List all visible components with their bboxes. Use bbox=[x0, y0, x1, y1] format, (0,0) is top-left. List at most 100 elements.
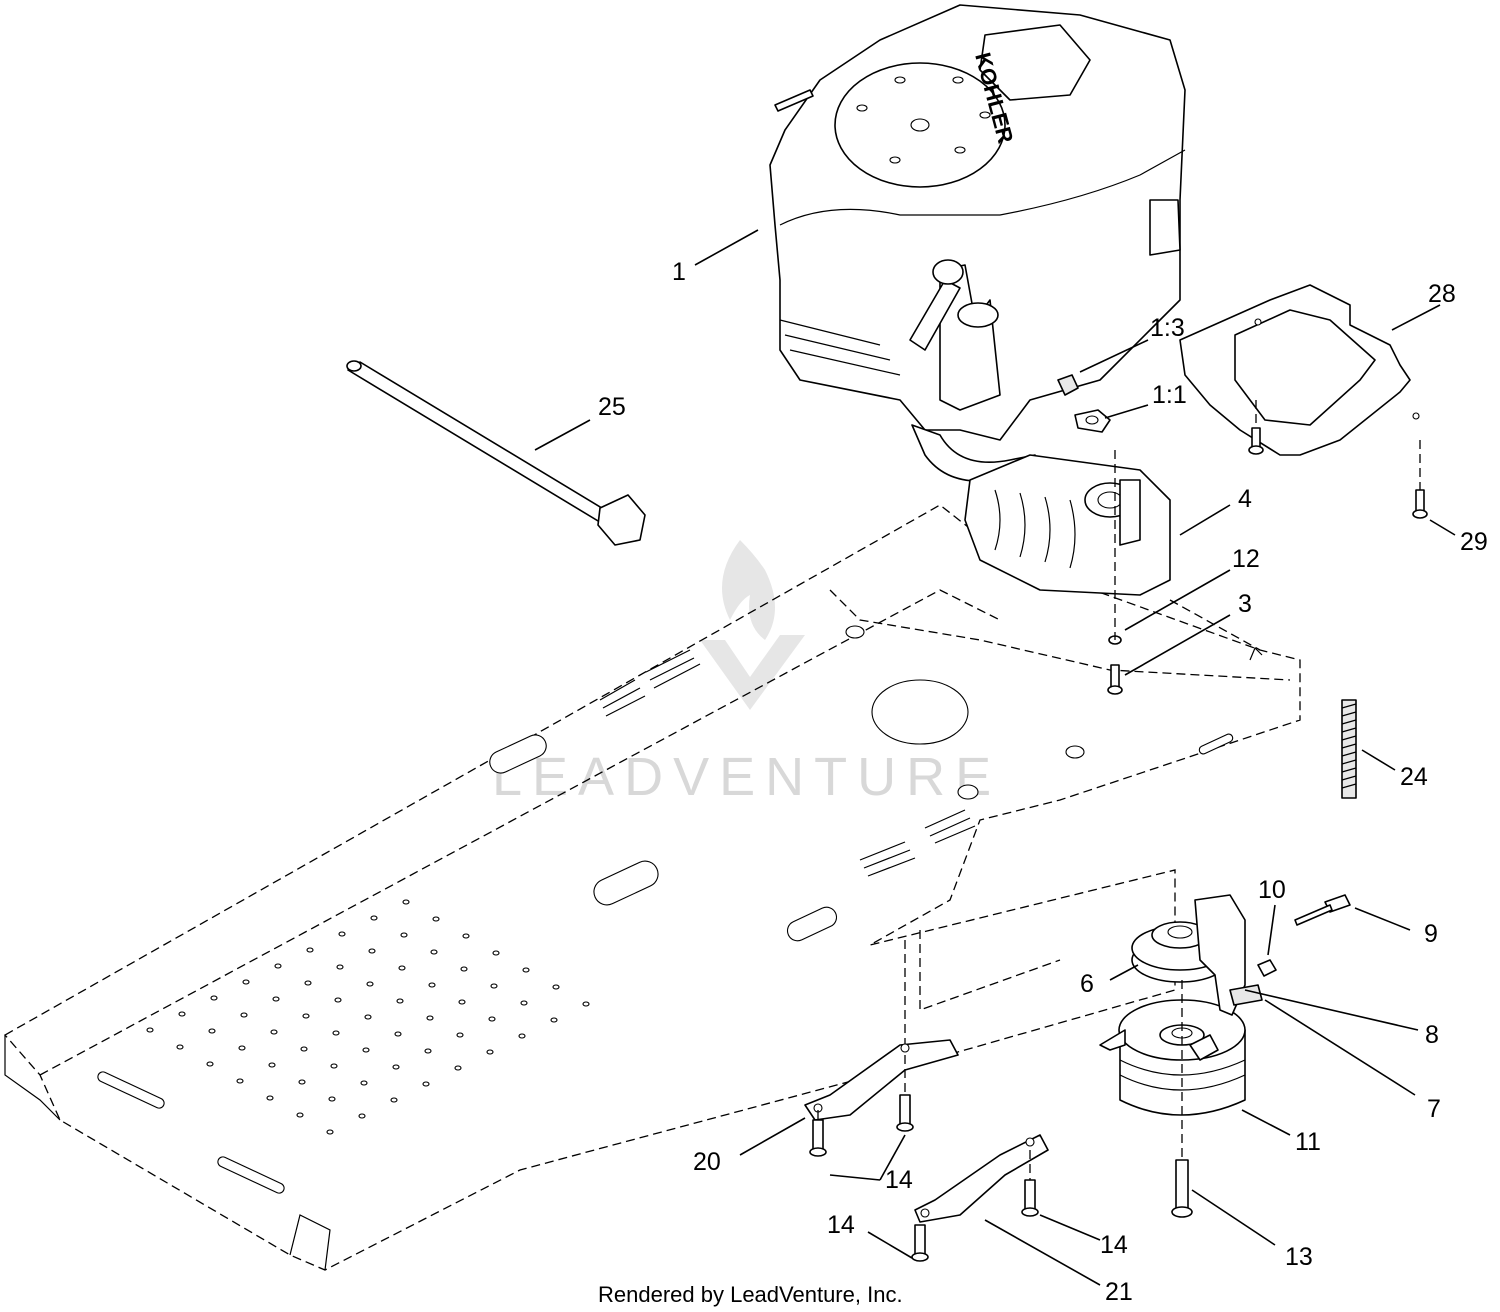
perforation-hole bbox=[396, 998, 404, 1004]
perforation-hole bbox=[522, 967, 530, 973]
part-11-clutch bbox=[1099, 999, 1246, 1116]
callout-29: 29 bbox=[1460, 528, 1488, 556]
perforation-hole bbox=[488, 1016, 496, 1022]
perforation-hole bbox=[146, 1027, 154, 1033]
perforation-hole bbox=[430, 949, 438, 955]
part-21-bracket bbox=[914, 1134, 1049, 1223]
credit-text: Rendered by LeadVenture, Inc. bbox=[598, 1282, 903, 1307]
perforation-hole bbox=[432, 916, 440, 922]
perforation-hole bbox=[304, 980, 312, 986]
perforation-hole bbox=[582, 1001, 590, 1007]
perforation-hole bbox=[552, 984, 560, 990]
perforation-hole bbox=[298, 1079, 306, 1085]
perforation-hole bbox=[490, 983, 498, 989]
perforation-hole bbox=[462, 933, 470, 939]
part-13-bolt bbox=[1171, 980, 1193, 1218]
perforation-hole bbox=[268, 1062, 276, 1068]
perforation-hole bbox=[458, 999, 466, 1005]
part-24-threaded-rod bbox=[1341, 699, 1357, 799]
perforation-hole bbox=[364, 1014, 372, 1020]
part-10-nut bbox=[1257, 959, 1277, 977]
perforation-hole bbox=[274, 963, 282, 969]
perforation-hole bbox=[336, 964, 344, 970]
callout-11: 11 bbox=[1295, 1128, 1321, 1156]
callout-labels: 1 1:3 1:1 28 25 4 29 12 3 24 10 9 6 8 7 … bbox=[598, 258, 1488, 1306]
engine-top-holes bbox=[856, 76, 991, 164]
part-14-bolts-left bbox=[809, 1055, 914, 1157]
watermark: LEADVENTURE bbox=[492, 540, 1001, 807]
perforation-hole bbox=[398, 965, 406, 971]
perforation-hole bbox=[300, 1046, 308, 1052]
perforation-hole bbox=[428, 982, 436, 988]
callout-21: 21 bbox=[1105, 1278, 1133, 1306]
part-1-3 bbox=[1057, 374, 1079, 396]
perforation-hole bbox=[332, 1030, 340, 1036]
perforation-hole bbox=[518, 1033, 526, 1039]
part-1-engine: KOHLER bbox=[769, 4, 1186, 482]
perforation-hole bbox=[422, 1081, 430, 1087]
callout-4: 4 bbox=[1238, 485, 1252, 513]
perforation-hole bbox=[206, 1061, 214, 1067]
part-14-bolts-right bbox=[911, 1150, 1039, 1262]
perforation-hole bbox=[210, 995, 218, 1001]
callout-1-3: 1:3 bbox=[1150, 314, 1185, 342]
callout-14-a: 14 bbox=[885, 1166, 913, 1194]
part-28-plate bbox=[1179, 284, 1420, 456]
perforation-hole bbox=[456, 1032, 464, 1038]
perforation-hole bbox=[370, 915, 378, 921]
perforation-hole bbox=[176, 1044, 184, 1050]
part-4-muffler bbox=[964, 454, 1171, 596]
perforation-hole bbox=[360, 1080, 368, 1086]
perforation-hole bbox=[306, 947, 314, 953]
part-1-1-gasket bbox=[1074, 409, 1111, 433]
callout-14-b: 14 bbox=[1100, 1231, 1128, 1259]
hidden-lines bbox=[1114, 400, 1421, 640]
part-25-rod bbox=[346, 360, 646, 546]
part-7-spacer bbox=[1229, 984, 1263, 1006]
callout-10: 10 bbox=[1258, 876, 1286, 904]
perforation-hole bbox=[520, 1000, 528, 1006]
perforation-hole bbox=[240, 1012, 248, 1018]
perforation-hole bbox=[238, 1045, 246, 1051]
perforation-hole bbox=[486, 1049, 494, 1055]
callout-12: 12 bbox=[1232, 545, 1260, 573]
perforation-hole bbox=[242, 979, 250, 985]
callout-1: 1 bbox=[672, 258, 686, 286]
callout-25: 25 bbox=[598, 393, 626, 421]
callout-8: 8 bbox=[1425, 1021, 1439, 1049]
perforation-hole bbox=[402, 899, 410, 905]
perforation-hole bbox=[492, 950, 500, 956]
perforation-hole bbox=[178, 1011, 186, 1017]
perforation-hole bbox=[266, 1095, 274, 1101]
perforation-hole bbox=[426, 1015, 434, 1021]
perforation-grid bbox=[146, 899, 590, 1135]
part-20-bracket bbox=[804, 1039, 959, 1121]
frame-slots bbox=[97, 625, 1234, 1194]
perforation-hole bbox=[366, 981, 374, 987]
perforation-hole bbox=[390, 1097, 398, 1103]
perforation-hole bbox=[550, 1017, 558, 1023]
callout-3: 3 bbox=[1238, 590, 1252, 618]
perforation-hole bbox=[392, 1064, 400, 1070]
perforation-hole bbox=[330, 1063, 338, 1069]
callout-6: 6 bbox=[1080, 970, 1094, 998]
perforation-hole bbox=[460, 966, 468, 972]
perforation-hole bbox=[334, 997, 342, 1003]
perforation-hole bbox=[362, 1047, 370, 1053]
callout-9: 9 bbox=[1424, 920, 1438, 948]
callout-20: 20 bbox=[693, 1148, 721, 1176]
perforation-hole bbox=[454, 1065, 462, 1071]
leader-lines bbox=[534, 229, 1456, 1286]
perforation-hole bbox=[368, 948, 376, 954]
callout-14-c: 14 bbox=[827, 1211, 855, 1239]
callout-28: 28 bbox=[1428, 280, 1456, 308]
perforation-hole bbox=[296, 1112, 304, 1118]
callout-13: 13 bbox=[1285, 1243, 1313, 1271]
perforation-hole bbox=[270, 1029, 278, 1035]
perforation-hole bbox=[394, 1031, 402, 1037]
part-29-screw bbox=[1248, 427, 1428, 519]
perforation-hole bbox=[424, 1048, 432, 1054]
watermark-text: LEADVENTURE bbox=[492, 747, 1001, 807]
chassis-frame bbox=[3, 504, 1301, 1271]
